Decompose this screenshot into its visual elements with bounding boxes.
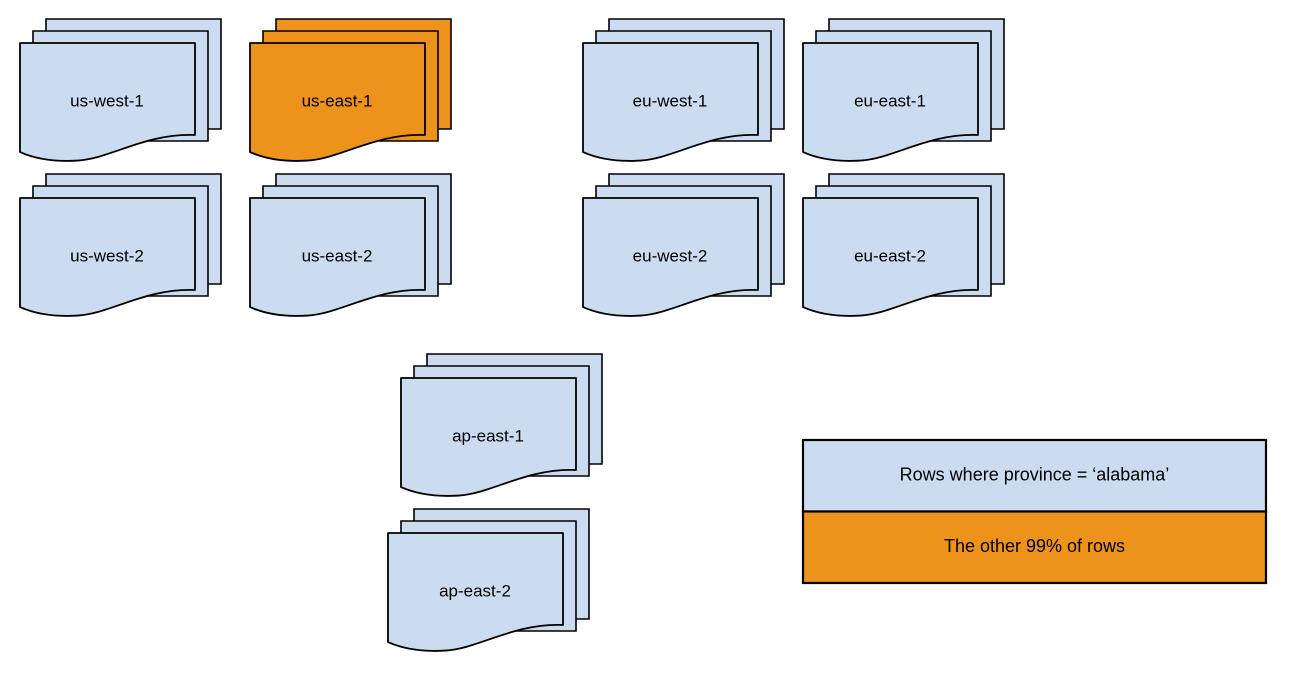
legend-row-other: The other 99% of rows	[801, 510, 1268, 585]
stack-label-eu-east-2: eu-east-2	[854, 246, 926, 265]
stack-label-us-east-2: us-east-2	[302, 246, 373, 265]
region-stack-eu-east-1[interactable]: eu-east-1	[802, 18, 1005, 162]
stack-card-front	[249, 42, 426, 162]
stack-card-front	[19, 197, 196, 317]
stack-card-front	[802, 197, 979, 317]
stack-label-us-west-1: us-west-1	[70, 91, 144, 110]
legend-row-alabama-label: Rows where province = ‘alabama’	[900, 465, 1170, 485]
stack-card-front	[400, 377, 577, 497]
legend-row-alabama: Rows where province = ‘alabama’	[801, 438, 1268, 513]
stack-card-front	[19, 42, 196, 162]
region-stacks-group: us-west-1 us-east-1 eu-west-1 eu-east-1 us-w…	[19, 18, 1005, 652]
region-stack-eu-west-1[interactable]: eu-west-1	[582, 18, 785, 162]
stack-label-ap-east-2: ap-east-2	[439, 581, 511, 600]
region-stack-eu-east-2[interactable]: eu-east-2	[802, 173, 1005, 317]
stack-card-front	[249, 197, 426, 317]
stack-label-us-west-2: us-west-2	[70, 246, 144, 265]
stack-label-eu-east-1: eu-east-1	[854, 91, 926, 110]
legend-row-alabama-swatch	[801, 438, 1268, 513]
region-stack-ap-east-1[interactable]: ap-east-1	[400, 353, 603, 497]
stack-card-front	[582, 42, 759, 162]
legend-group: Rows where province = ‘alabama’ The other…	[801, 438, 1268, 585]
stack-card-front	[582, 197, 759, 317]
region-stack-us-west-2[interactable]: us-west-2	[19, 173, 222, 317]
legend-row-other-swatch	[801, 510, 1268, 585]
stack-card-front	[802, 42, 979, 162]
stack-card-front	[387, 532, 564, 652]
stack-label-eu-west-2: eu-west-2	[633, 246, 708, 265]
legend-row-other-label: The other 99% of rows	[944, 536, 1125, 556]
region-stack-us-west-1[interactable]: us-west-1	[19, 18, 222, 162]
region-stack-us-east-1[interactable]: us-east-1	[249, 18, 452, 162]
stack-label-ap-east-1: ap-east-1	[452, 426, 524, 445]
region-stack-us-east-2[interactable]: us-east-2	[249, 173, 452, 317]
region-stack-eu-west-2[interactable]: eu-west-2	[582, 173, 785, 317]
region-stack-ap-east-2[interactable]: ap-east-2	[387, 508, 590, 652]
stack-label-eu-west-1: eu-west-1	[633, 91, 708, 110]
stack-label-us-east-1: us-east-1	[302, 91, 373, 110]
